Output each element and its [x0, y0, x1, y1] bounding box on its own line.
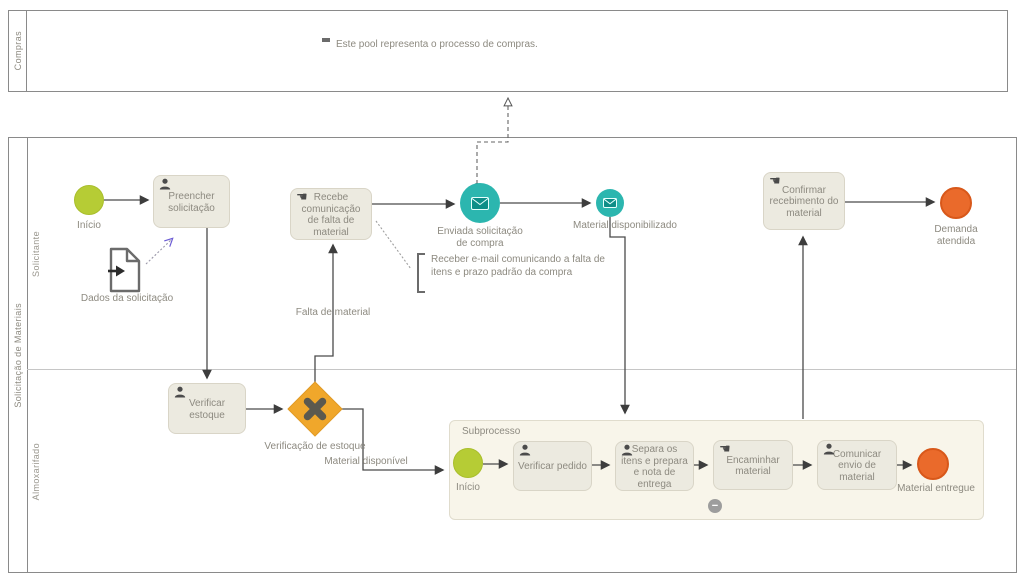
task-preencher-solicitacao[interactable]: Preencher solicitação — [153, 175, 230, 228]
end-event-demanda-label: Demanda atendida — [934, 224, 978, 247]
data-object-label: Dados da solicitação — [80, 293, 174, 304]
task-label: Preencher solicitação — [168, 191, 215, 214]
subprocess-start-event-inicio[interactable] — [453, 448, 483, 478]
message-event-material-disponibilizado[interactable] — [596, 189, 624, 217]
end-event-demanda-atendida[interactable] — [940, 187, 972, 219]
task-label: Encaminhar material — [726, 454, 780, 478]
pool-compras-label: Compras — [12, 31, 23, 71]
user-icon — [621, 444, 633, 456]
task-confirmar-recebimento[interactable]: ☚ Confirmar recebimento do material — [763, 172, 845, 230]
start-event-inicio[interactable] — [74, 185, 104, 215]
task-label: Comunicar envio de material — [832, 448, 882, 483]
user-icon — [174, 386, 186, 398]
manual-hand-icon: ☚ — [719, 441, 731, 456]
flow-label-falta-material: Falta de material — [295, 307, 371, 318]
user-icon — [823, 443, 835, 455]
task-separa-itens[interactable]: Separa os itens e prepara e nota de entr… — [615, 441, 694, 491]
task-comunicar-envio[interactable]: Comunicar envio de material — [817, 440, 897, 490]
task-encaminhar-material[interactable]: ☚ Encaminhar material — [713, 440, 793, 490]
lane-divider — [27, 369, 1016, 370]
annotation-bracket-icon — [417, 253, 425, 293]
data-object-input-icon[interactable] — [106, 247, 144, 293]
envelope-icon — [471, 196, 489, 210]
manual-hand-icon: ☚ — [769, 173, 781, 188]
lane-solicitante: Solicitante — [31, 138, 41, 369]
annotation-receber-email-text: Receber e-mail comunicando a falta de it… — [431, 254, 605, 278]
message-event-enviada-label: Enviada solicitação de compra — [437, 226, 523, 249]
task-verificar-estoque[interactable]: Verificar estoque — [168, 383, 246, 434]
task-label: Verificar pedido — [518, 461, 587, 473]
lane-almoxarifado: Almoxarifado — [31, 369, 41, 574]
exclusive-gateway-x-icon[interactable] — [287, 381, 343, 437]
message-event-enviada-solicitacao[interactable] — [460, 183, 500, 223]
task-label: Separa os itens e prepara e nota de entr… — [621, 444, 688, 490]
pool-materiais-band: Solicitação de Materiais — [9, 138, 28, 572]
subprocess-label: Subprocesso — [462, 426, 521, 437]
start-event-inicio-label: Início — [77, 220, 101, 231]
user-icon — [159, 178, 171, 190]
annotation-bracket-icon — [322, 38, 330, 42]
pool-materiais-label: Solicitação de Materiais — [13, 302, 23, 408]
gateway-label: Verificação de estoque — [264, 441, 366, 452]
annotation-compras-text: Este pool representa o processo de compr… — [336, 39, 538, 50]
task-verificar-pedido[interactable]: Verificar pedido — [513, 441, 592, 491]
subprocess-end-label: Material entregue — [897, 483, 975, 494]
task-label: Confirmar recebimento do material — [769, 184, 839, 219]
annotation-receber-email[interactable]: Receber e-mail comunicando a falta de it… — [417, 253, 623, 293]
flow-label-material-disponivel: Material disponível — [324, 456, 408, 467]
collapse-minus-icon: − — [711, 499, 719, 512]
task-label: Recebe comunicação de falta de material — [301, 192, 361, 238]
pool-compras-band: Compras — [9, 11, 27, 91]
user-icon — [519, 444, 531, 456]
envelope-icon — [603, 198, 617, 208]
subprocess-start-label: Início — [456, 482, 480, 493]
message-event-material-label: Material disponibilizado — [573, 220, 677, 231]
manual-hand-icon: ☚ — [296, 189, 308, 204]
lane-solicitante-label: Solicitante — [31, 230, 41, 277]
task-label: Verificar estoque — [188, 398, 226, 421]
annotation-compras[interactable]: Este pool representa o processo de compr… — [322, 38, 538, 60]
lane-almoxarifado-label: Almoxarifado — [31, 442, 41, 501]
task-recebe-comunicacao[interactable]: ☚ Recebe comunicação de falta de materia… — [290, 188, 372, 240]
subprocess-end-event-material-entregue[interactable] — [917, 448, 949, 480]
subprocess-collapse-button[interactable]: − — [708, 499, 722, 513]
pool-compras[interactable]: Compras — [8, 10, 1008, 92]
